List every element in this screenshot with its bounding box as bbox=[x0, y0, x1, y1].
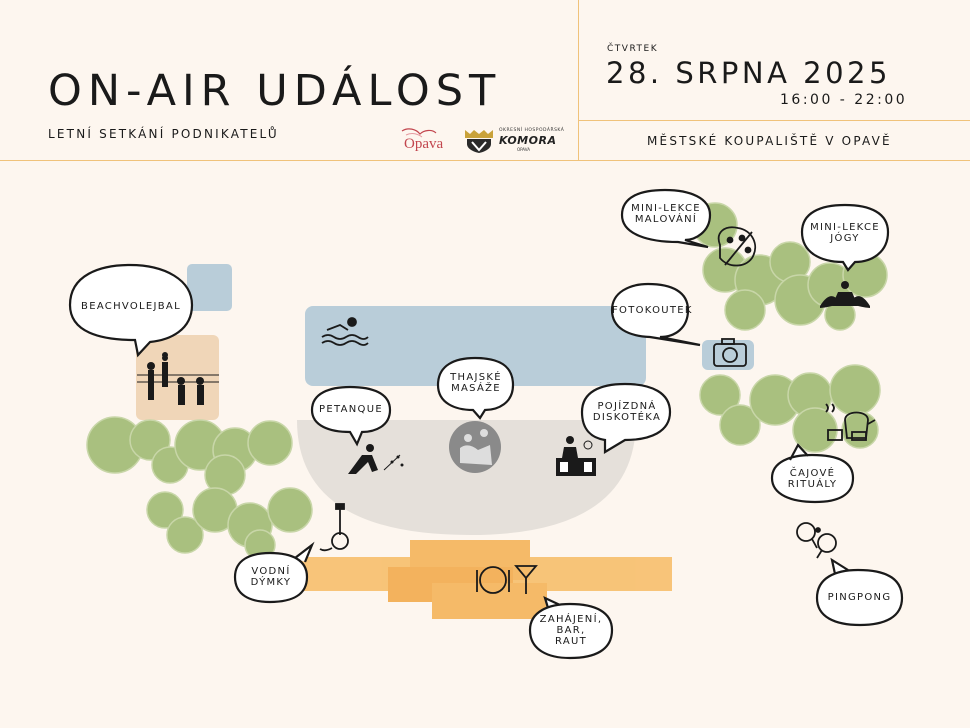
label-beachvolleyball: BEACHVOLEJBAL bbox=[75, 301, 187, 312]
label-photo: FOTOKOUTEK bbox=[612, 305, 692, 316]
chamber-logo-city: OPAVA bbox=[517, 147, 531, 152]
photo-pool bbox=[702, 340, 754, 370]
hookah-line1: VODNÍ bbox=[251, 566, 291, 577]
opening-line3: RAUT bbox=[554, 636, 587, 647]
label-opening: ZAHÁJENÍ, BAR, RAUT bbox=[530, 614, 612, 647]
camera-icon bbox=[713, 338, 747, 367]
petanque-text: PETANQUE bbox=[319, 404, 383, 415]
pingpong-icon bbox=[796, 522, 837, 559]
disco-line1: POJÍZDNÁ bbox=[597, 401, 657, 412]
palette-icon bbox=[717, 226, 757, 267]
teapot-icon bbox=[825, 403, 876, 441]
bubble-pingpong bbox=[815, 557, 904, 627]
swimming-pool bbox=[305, 306, 646, 386]
beachvolleyball-text: BEACHVOLEJBAL bbox=[81, 301, 181, 312]
trees-right-top bbox=[692, 202, 888, 331]
header-bottom-line bbox=[0, 160, 970, 161]
bubble-photo bbox=[610, 282, 701, 347]
event-time: 16:00 - 22:00 bbox=[780, 92, 908, 108]
label-thai-massage: THAJSKÉ MASÁŽE bbox=[440, 372, 512, 394]
event-date: 28. SRPNA 2025 bbox=[606, 56, 891, 90]
bubble-petanque bbox=[310, 385, 392, 447]
terrace bbox=[290, 540, 672, 619]
page-subtitle: LETNÍ SETKÁNÍ PODNIKATELŮ bbox=[48, 127, 279, 141]
thai-massage-line2: MASÁŽE bbox=[451, 383, 501, 394]
label-disco: POJÍZDNÁ DISKOTÉKA bbox=[585, 401, 669, 423]
painting-line1: MINI-LEKCE bbox=[631, 203, 701, 214]
event-venue: MĚSTSKÉ KOUPALIŠTĚ V OPAVĚ bbox=[647, 134, 892, 148]
opening-line2: BAR, bbox=[556, 625, 586, 636]
opava-logo-text: Opava bbox=[404, 136, 444, 152]
header-right-divider bbox=[578, 120, 970, 121]
bubble-opening bbox=[528, 595, 614, 660]
label-tea: ČAJOVÉ RITUÁLY bbox=[772, 468, 853, 490]
chamber-logo: OKRESNÍ HOSPODÁŘSKÁ KOMORA OPAVA bbox=[462, 125, 564, 155]
volleyball-players-icon bbox=[137, 352, 219, 405]
hookah-line2: DÝMKY bbox=[250, 577, 292, 588]
bubble-thai-massage bbox=[436, 356, 515, 420]
label-pingpong: PINGPONG bbox=[817, 592, 902, 603]
swimmer-icon bbox=[321, 317, 369, 346]
yoga-line2: JÓGY bbox=[830, 233, 860, 244]
bubble-hookah bbox=[233, 541, 315, 604]
page-title: ON-AIR UDÁLOST bbox=[48, 66, 502, 116]
painting-line2: MALOVÁNÍ bbox=[634, 214, 698, 225]
opening-line1: ZAHÁJENÍ, bbox=[539, 614, 603, 625]
yoga-line1: MINI-LEKCE bbox=[810, 222, 880, 233]
trees-right-middle bbox=[699, 364, 881, 453]
trees-left bbox=[86, 416, 313, 561]
bubble-tea bbox=[770, 443, 855, 504]
tea-line1: ČAJOVÉ bbox=[789, 468, 836, 479]
chamber-logo-name: KOMORA bbox=[499, 134, 557, 147]
bubble-beachvolleyball bbox=[68, 263, 194, 358]
speech-bubbles bbox=[68, 188, 904, 660]
label-petanque: PETANQUE bbox=[312, 404, 390, 415]
central-plaza bbox=[297, 420, 636, 535]
hookah-icon bbox=[319, 503, 349, 552]
yoga-icon bbox=[820, 281, 870, 308]
massage-icon bbox=[449, 421, 501, 473]
label-painting: MINI-LEKCE MALOVÁNÍ bbox=[624, 203, 708, 225]
photo-text: FOTOKOUTEK bbox=[612, 305, 693, 316]
chamber-logo-small: OKRESNÍ HOSPODÁŘSKÁ bbox=[499, 128, 565, 133]
bubble-disco bbox=[580, 382, 672, 454]
event-day: ČTVRTEK bbox=[607, 44, 659, 54]
petanque-icon bbox=[348, 444, 404, 474]
dining-icon bbox=[476, 565, 538, 594]
bubble-yoga bbox=[800, 203, 890, 272]
thai-massage-line1: THAJSKÉ bbox=[450, 372, 502, 383]
disco-line2: DISKOTÉKA bbox=[592, 412, 662, 423]
label-hookah: VODNÍ DÝMKY bbox=[236, 566, 306, 588]
dj-icon bbox=[556, 436, 596, 476]
header-divider-line bbox=[578, 0, 579, 161]
tea-line2: RITUÁLY bbox=[787, 479, 838, 490]
small-pool bbox=[187, 264, 232, 311]
label-yoga: MINI-LEKCE JÓGY bbox=[803, 222, 887, 244]
opava-logo: Opava bbox=[398, 125, 456, 155]
bubble-painting bbox=[620, 188, 712, 249]
pingpong-text: PINGPONG bbox=[827, 592, 892, 603]
